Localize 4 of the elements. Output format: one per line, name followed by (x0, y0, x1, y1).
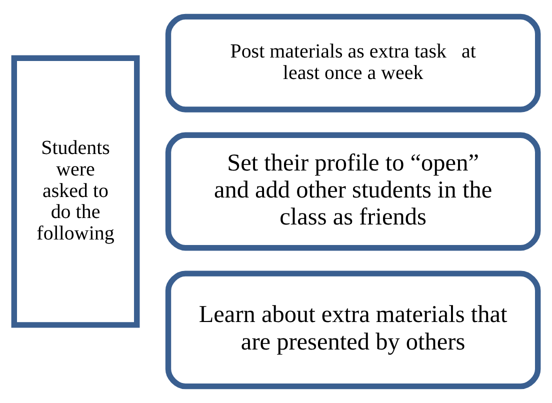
node-box: Students were asked to do the following (11, 55, 140, 328)
node-box: Learn about extra materials that are presented by others (165, 270, 541, 390)
node-box: Set their profile to “open” and add other students in the class as friends (165, 132, 541, 251)
node-box: Post materials as extra task at least once a week (165, 14, 541, 112)
